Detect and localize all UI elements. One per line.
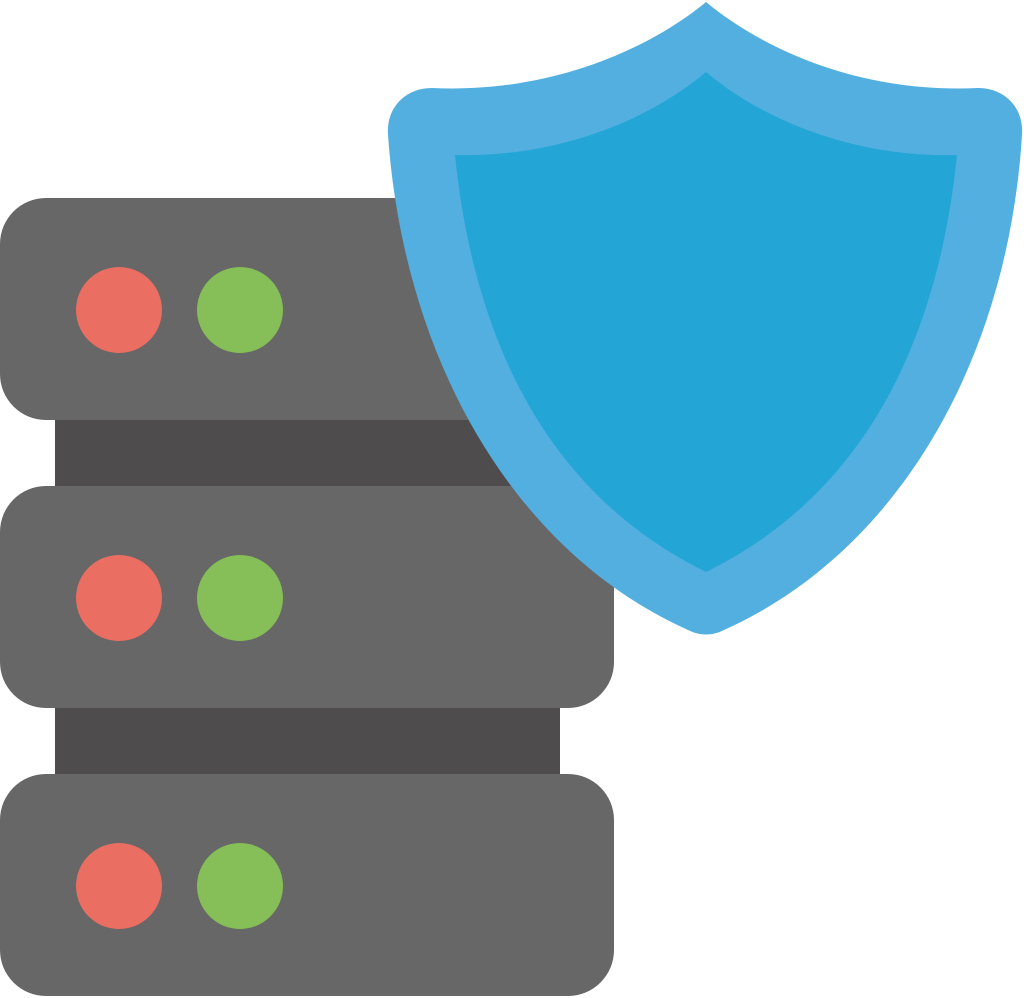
red-status-light-icon (76, 555, 162, 641)
server-rack (0, 198, 614, 996)
green-status-light-icon (197, 555, 283, 641)
server-unit-body (0, 774, 614, 996)
server-unit-body (0, 486, 614, 708)
server-unit (0, 774, 614, 996)
shield-inner (455, 72, 957, 572)
server-unit (0, 486, 614, 708)
shield-icon (387, 2, 1023, 635)
red-status-light-icon (76, 843, 162, 929)
green-status-light-icon (197, 267, 283, 353)
server-connector (55, 706, 560, 776)
green-status-light-icon (197, 843, 283, 929)
red-status-light-icon (76, 267, 162, 353)
